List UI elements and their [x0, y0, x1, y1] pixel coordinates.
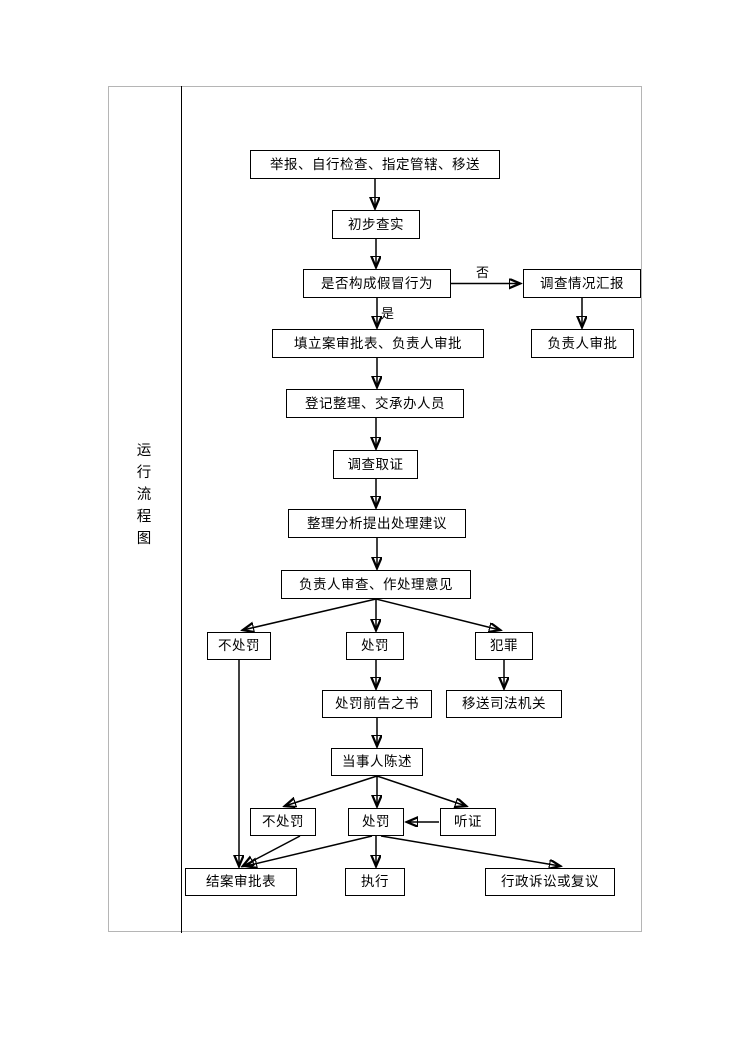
node-execution[interactable]: 执行 [345, 868, 405, 896]
node-no-penalty-lower[interactable]: 不处罚 [250, 808, 316, 836]
node-fill-case-approval-form[interactable]: 填立案审批表、负责人审批 [272, 329, 484, 358]
node-analyze-propose-handling[interactable]: 整理分析提出处理建议 [288, 509, 466, 538]
node-case-closing-approval-form[interactable]: 结案审批表 [185, 868, 297, 896]
node-crime[interactable]: 犯罪 [475, 632, 533, 660]
node-report-self-check-jurisdiction-transfer[interactable]: 举报、自行检查、指定管辖、移送 [250, 150, 500, 179]
edge-n18-n22 [380, 835, 560, 866]
side-label-char-5: 图 [136, 531, 152, 547]
node-no-penalty-upper[interactable]: 不处罚 [207, 632, 271, 660]
edge-n16-n17 [285, 775, 378, 806]
edge-n17-n20 [243, 835, 301, 866]
edge-label-no: 否 [476, 265, 490, 280]
node-pre-penalty-notice[interactable]: 处罚前告之书 [322, 690, 432, 718]
edge-label-yes: 是 [381, 306, 395, 321]
side-label-char-1: 运 [136, 443, 152, 459]
node-investigation-report[interactable]: 调查情况汇报 [523, 269, 641, 298]
vertical-section-label: 运 行 流 程 图 [122, 440, 166, 550]
edge-n10-n13 [375, 598, 500, 630]
side-label-char-4: 程 [136, 509, 152, 525]
node-penalty-lower[interactable]: 处罚 [348, 808, 404, 836]
node-party-statement[interactable]: 当事人陈述 [331, 748, 423, 776]
node-supervisor-approval-branch[interactable]: 负责人审批 [531, 329, 634, 358]
edge-n18-n20 [246, 835, 373, 866]
edge-n16-n19 [376, 775, 466, 806]
node-supervisor-review-decision[interactable]: 负责人审查、作处理意见 [281, 570, 471, 599]
node-preliminary-verification[interactable]: 初步查实 [332, 210, 420, 239]
node-administrative-litigation-or-review[interactable]: 行政诉讼或复议 [485, 868, 615, 896]
node-register-assign-handler[interactable]: 登记整理、交承办人员 [286, 389, 464, 418]
node-transfer-judicial-organ[interactable]: 移送司法机关 [446, 690, 562, 718]
node-decision-is-counterfeit[interactable]: 是否构成假冒行为 [303, 269, 451, 298]
document-outer-frame [108, 86, 642, 932]
node-hearing[interactable]: 听证 [440, 808, 496, 836]
edge-n10-n11 [243, 598, 377, 630]
node-investigate-collect-evidence[interactable]: 调查取证 [333, 450, 418, 479]
side-label-char-2: 行 [136, 465, 152, 481]
column-divider [181, 86, 182, 933]
node-penalty-upper[interactable]: 处罚 [346, 632, 404, 660]
side-label-char-3: 流 [136, 487, 152, 503]
